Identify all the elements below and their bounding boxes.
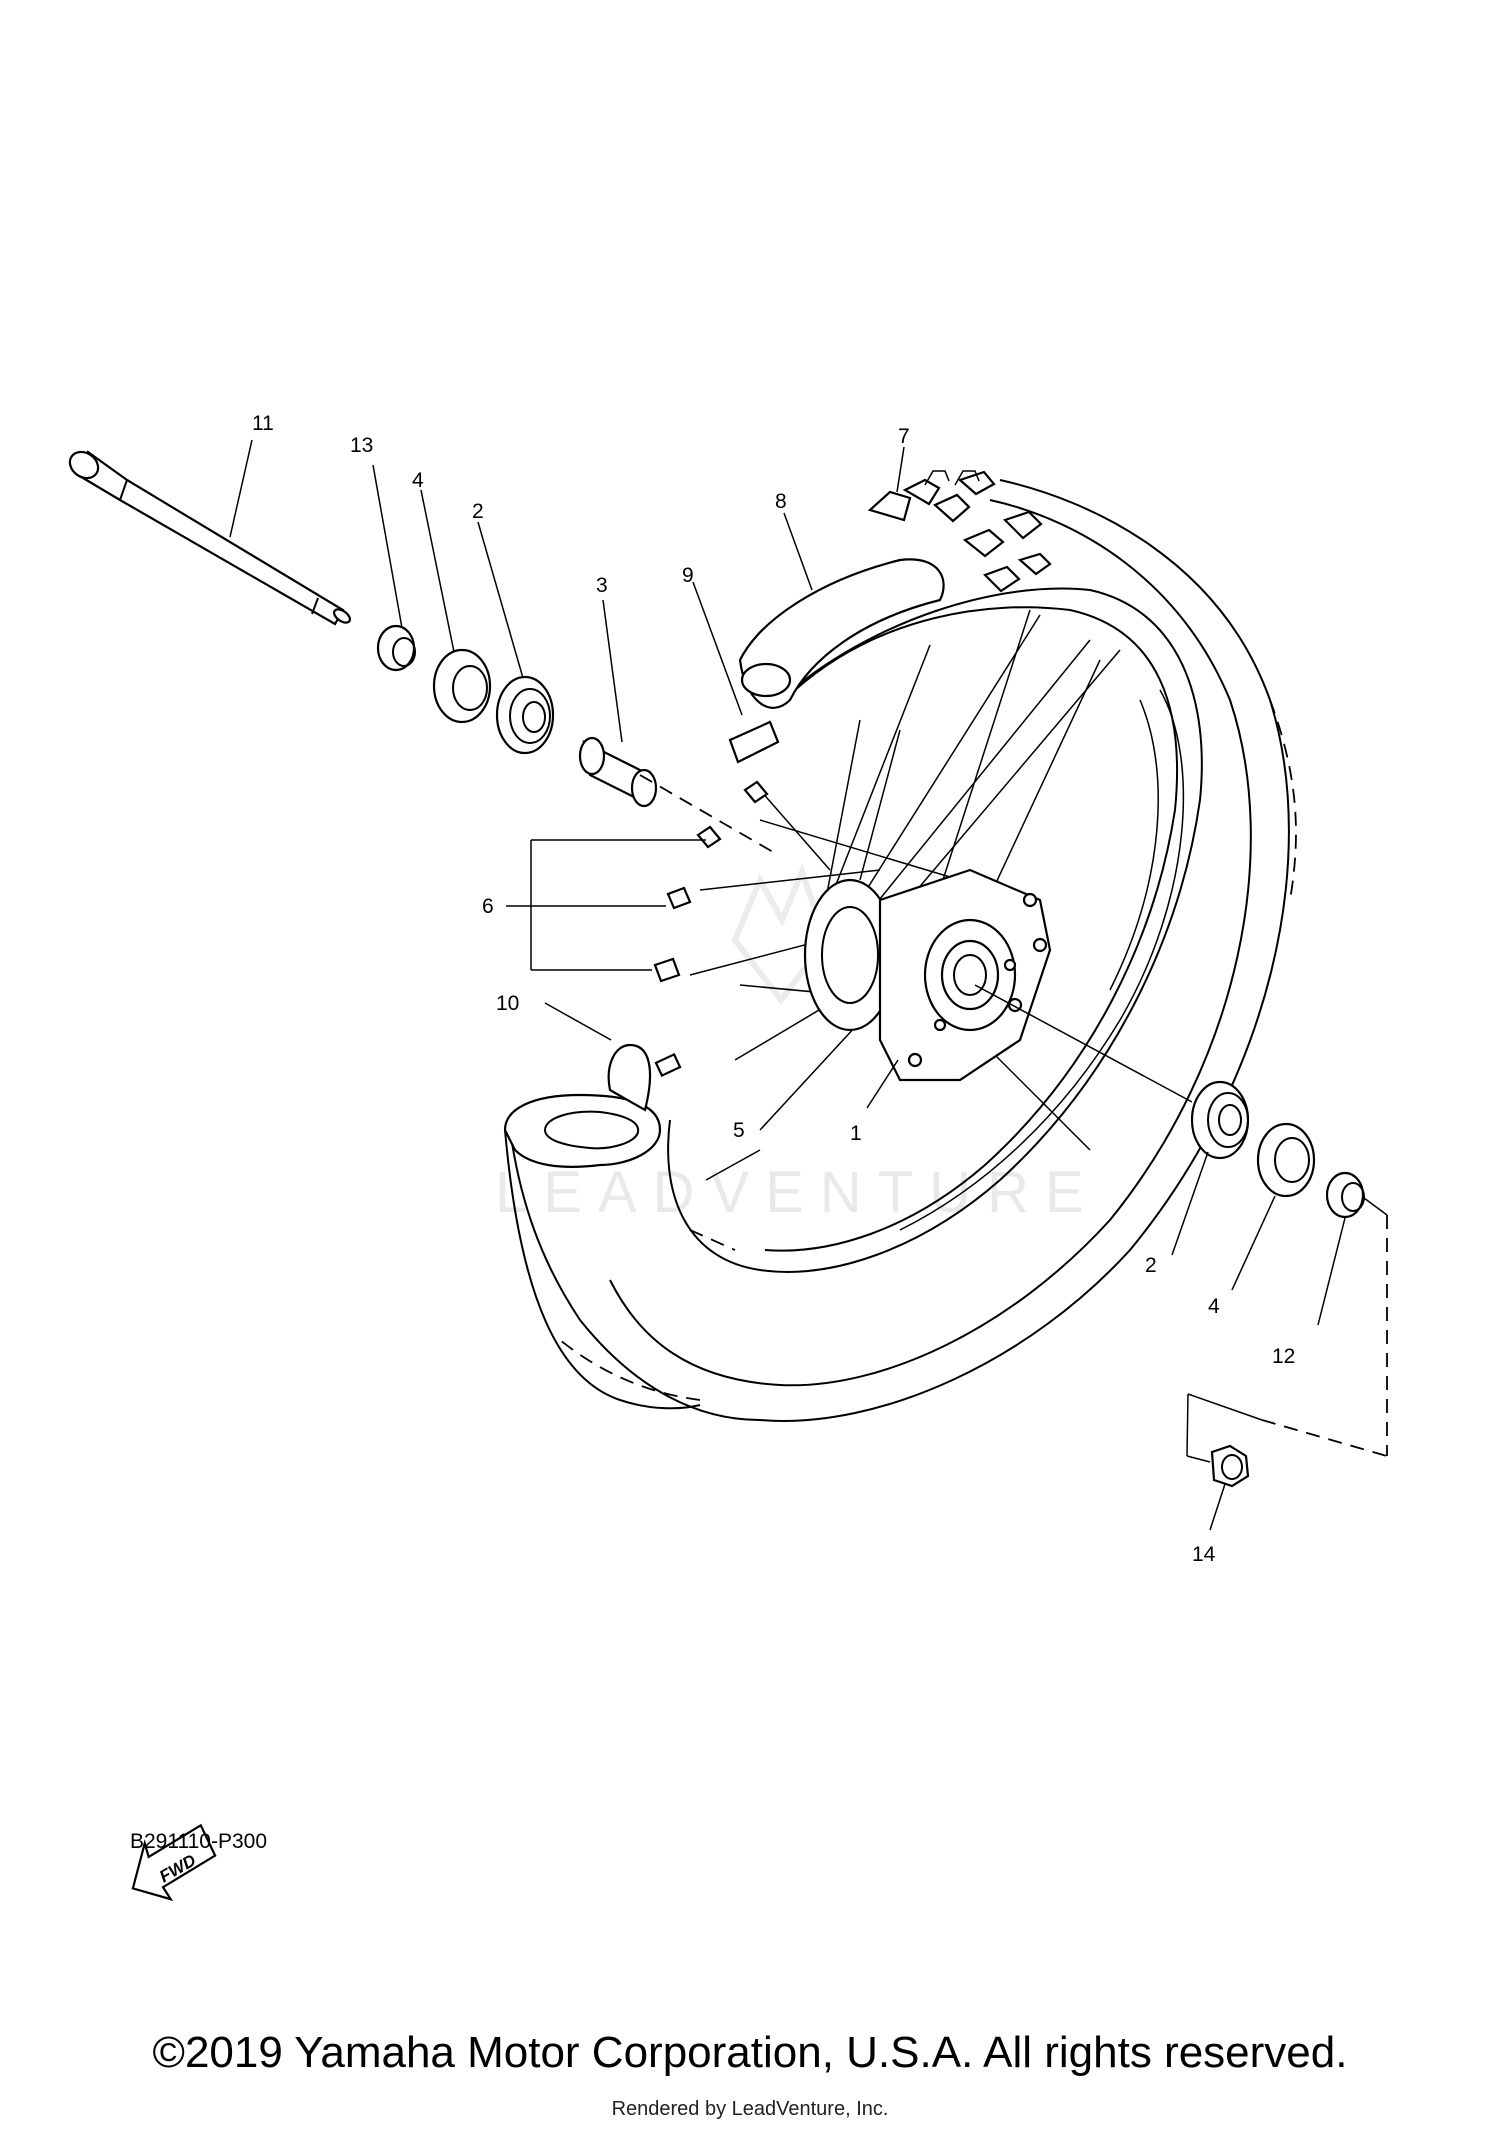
collar-13 [376, 624, 416, 672]
inner-tube [503, 1043, 682, 1168]
diagram-code: B291110-P300 [130, 1830, 268, 1853]
callout-6: 6 [482, 895, 494, 918]
valve-cap [728, 720, 780, 764]
callout-7: 7 [898, 425, 910, 448]
spacer [578, 736, 658, 808]
rim-band [738, 558, 945, 709]
callout-8: 8 [775, 490, 787, 513]
callout-10: 10 [496, 992, 519, 1015]
callout-2-left: 2 [472, 500, 484, 523]
leader-lines [229, 439, 1388, 1531]
rim [667, 587, 1203, 1273]
hub [803, 868, 1052, 1082]
callout-9: 9 [682, 564, 694, 587]
callout-1: 1 [850, 1122, 862, 1145]
callout-4-right: 4 [1208, 1295, 1220, 1318]
spoke-nipples [653, 780, 769, 983]
callout-14: 14 [1192, 1543, 1216, 1566]
callout-3: 3 [596, 574, 608, 597]
collar-12 [1325, 1171, 1365, 1219]
tire-tread [867, 470, 1052, 593]
copyright-notice: ©2019 Yamaha Motor Corporation, U.S.A. A… [152, 2028, 1348, 2077]
callout-2-right: 2 [1145, 1254, 1157, 1277]
callout-labels: 11 13 4 2 3 9 8 7 6 10 5 1 2 4 12 14 [252, 412, 1295, 1566]
oil-seal-left [432, 648, 492, 724]
watermark-text: LEADVENTURE [495, 1160, 1100, 1225]
callout-12: 12 [1272, 1345, 1295, 1368]
bearing-left [495, 675, 555, 755]
oil-seal-right [1256, 1122, 1316, 1198]
callout-11: 11 [252, 412, 274, 435]
tire [504, 479, 1297, 1422]
axle-nut [1210, 1444, 1250, 1488]
axle [68, 450, 352, 626]
rendered-by-notice: Rendered by LeadVenture, Inc. [611, 2098, 889, 2120]
callout-4-left: 4 [412, 469, 424, 492]
callout-13: 13 [350, 434, 373, 457]
callout-5: 5 [733, 1119, 745, 1142]
bearing-right [1190, 1080, 1250, 1160]
